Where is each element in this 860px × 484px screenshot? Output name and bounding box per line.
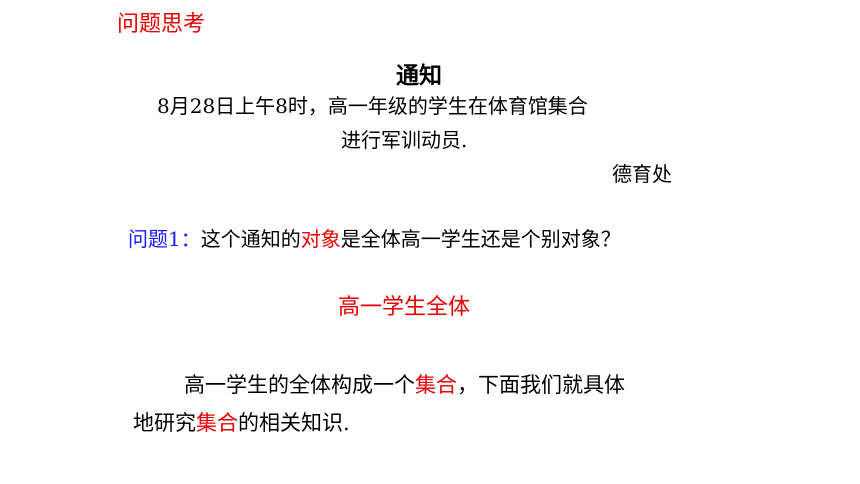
notice-body-line-2: 进行军训动员. xyxy=(341,128,468,152)
notice-signature: 德育处 xyxy=(612,162,672,186)
notice-title: 通知 xyxy=(396,62,442,89)
question-text-before: 这个通知的 xyxy=(200,227,301,251)
question-text-after: 是全体高一学生还是个别对象？ xyxy=(340,227,621,251)
notice-body-line-1: 8月28日上午8时，高一年级的学生在体育馆集合 xyxy=(157,94,588,118)
conclusion-line-2-highlight: 集合 xyxy=(196,411,238,435)
section-title: 问题思考 xyxy=(117,12,206,37)
conclusion-line-1-highlight: 集合 xyxy=(415,373,457,397)
conclusion-line-2-after: 的相关知识. xyxy=(238,411,350,435)
conclusion-line-1: 高一学生的全体构成一个集合，下面我们就具体 xyxy=(184,369,625,399)
conclusion-line-1-after: ，下面我们就具体 xyxy=(457,373,625,397)
conclusion-line-2-before: 地研究 xyxy=(133,411,196,435)
answer-text: 高一学生全体 xyxy=(338,295,471,320)
question-label: 问题1： xyxy=(128,227,201,251)
question-highlight: 对象 xyxy=(300,227,341,251)
conclusion-line-1-before: 高一学生的全体构成一个 xyxy=(184,373,415,397)
question-1: 问题1：这个通知的对象是全体高一学生还是个别对象？ xyxy=(128,223,621,252)
conclusion-line-2: 地研究集合的相关知识. xyxy=(133,407,350,437)
